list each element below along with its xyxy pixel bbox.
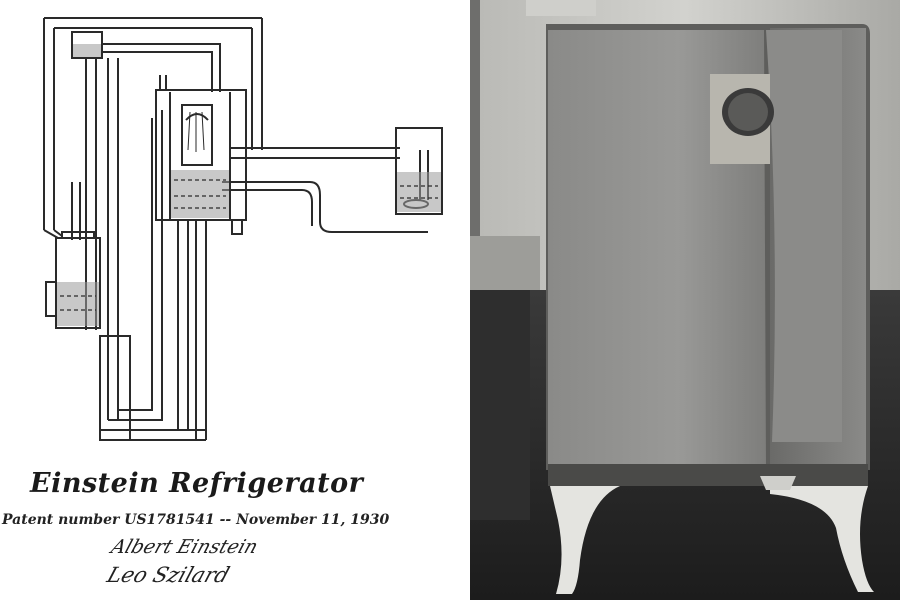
signature-szilard: Leo Szilard xyxy=(104,563,233,587)
right-vessel xyxy=(395,127,443,215)
lower-left-chamber xyxy=(99,335,131,441)
left-outer-tube xyxy=(43,18,55,230)
bottle-liquid xyxy=(57,282,99,326)
column-down-tube xyxy=(177,220,189,430)
bottle-side-valve xyxy=(45,281,57,317)
front-right-leg xyxy=(770,486,874,592)
back-leg xyxy=(760,476,796,490)
spray-chamber xyxy=(181,104,213,166)
left-tube-join xyxy=(43,229,63,239)
patent-number-line: Patent number US1781541 -- November 11, … xyxy=(2,512,390,528)
vessel-connector-tube xyxy=(102,43,221,92)
refrigerator-photo-panel xyxy=(470,0,900,600)
lower-right-tube xyxy=(222,181,428,233)
top-vessel-liquid xyxy=(73,44,101,57)
front-left-leg xyxy=(550,486,620,594)
patent-diagram-panel: Einstein Refrigerator Patent number US17… xyxy=(2,17,443,587)
central-column xyxy=(155,89,247,221)
long-inner-tube xyxy=(107,58,119,420)
top-outer-tube xyxy=(44,17,262,29)
right-vessel-liquid xyxy=(397,172,441,212)
refrigerator-photo xyxy=(470,0,900,600)
column-liquid xyxy=(171,170,229,218)
upper-right-tube xyxy=(230,147,400,159)
bottom-return-tube xyxy=(100,429,206,441)
refrigerator-schematic xyxy=(43,17,443,441)
cabinet-base xyxy=(548,464,868,486)
diagram-title: Einstein Refrigerator xyxy=(30,468,364,499)
u-bend-tube xyxy=(108,110,163,421)
spray-jets xyxy=(187,111,205,152)
signature-einstein: Albert Einstein xyxy=(108,536,261,558)
right-outer-tube xyxy=(251,18,263,150)
